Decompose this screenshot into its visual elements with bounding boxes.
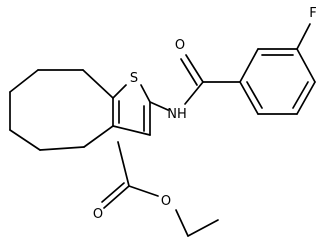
- bond: [185, 54, 204, 83]
- bond-lines: [9, 23, 316, 237]
- bond: [128, 185, 159, 197]
- bond: [112, 84, 127, 99]
- bond: [239, 48, 259, 83]
- bond: [296, 48, 316, 83]
- bond: [239, 81, 259, 115]
- bond: [180, 58, 198, 86]
- fluorine-atom-label: F: [309, 6, 316, 21]
- amide-nh-label: NH: [167, 107, 187, 122]
- bond: [101, 182, 125, 203]
- bond: [103, 185, 130, 209]
- bond: [82, 69, 114, 99]
- atom-labels: S NH O F O O: [93, 6, 317, 222]
- ester-carbonyl-oxygen-label: O: [93, 207, 103, 222]
- bond: [140, 84, 151, 103]
- bond: [187, 219, 219, 237]
- amide-oxygen-label: O: [175, 38, 185, 53]
- bond: [296, 81, 316, 115]
- bond: [83, 125, 114, 148]
- bond: [117, 141, 130, 187]
- bond: [246, 81, 263, 109]
- bond: [296, 23, 311, 50]
- sulfur-atom-label: S: [130, 71, 138, 86]
- bond: [112, 125, 151, 136]
- bond: [9, 129, 41, 151]
- bond: [292, 81, 309, 109]
- bond: [9, 69, 39, 93]
- bond: [149, 101, 169, 111]
- bond: [175, 209, 189, 237]
- ester-oxygen-label: O: [161, 194, 171, 209]
- bond: [39, 146, 85, 151]
- bond: [184, 81, 204, 105]
